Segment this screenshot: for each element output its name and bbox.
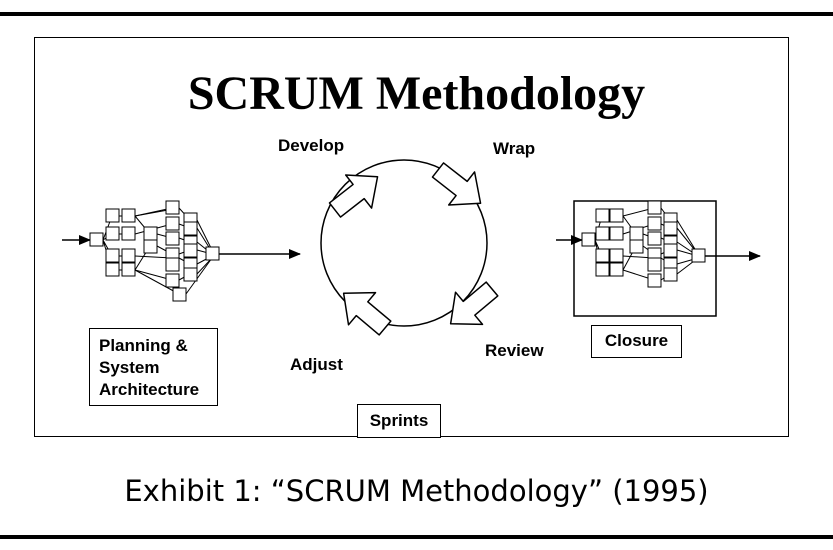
- closure-network: [556, 200, 761, 288]
- develop-label: Develop: [278, 136, 345, 155]
- review-label: Review: [485, 341, 544, 360]
- top-rule: [0, 12, 833, 16]
- planning-line-2: System: [99, 358, 160, 377]
- sprints-box: Sprints: [357, 404, 441, 438]
- sprint-cycle-circle: [320, 159, 488, 327]
- closure-label: Closure: [604, 331, 669, 350]
- sprints-label: Sprints: [369, 411, 429, 430]
- figure-caption: Exhibit 1: “SCRUM Methodology” (1995): [124, 474, 709, 508]
- planning-box: Planning & System Architecture: [89, 328, 218, 406]
- develop-arrow: [328, 174, 379, 218]
- adjust-label: Adjust: [290, 355, 343, 374]
- diagram-title: SCRUM Methodology: [187, 67, 646, 120]
- planning-network: [62, 200, 301, 302]
- bottom-rule: [0, 535, 833, 539]
- wrap-arrow: [431, 162, 482, 206]
- closure-box: Closure: [591, 325, 682, 358]
- closure-network-frame: [573, 200, 717, 317]
- review-arrow: [449, 281, 499, 326]
- adjust-arrow: [342, 291, 392, 336]
- planning-line-3: Architecture: [99, 380, 200, 399]
- planning-line-1: Planning &: [99, 336, 188, 355]
- wrap-label: Wrap: [493, 139, 536, 158]
